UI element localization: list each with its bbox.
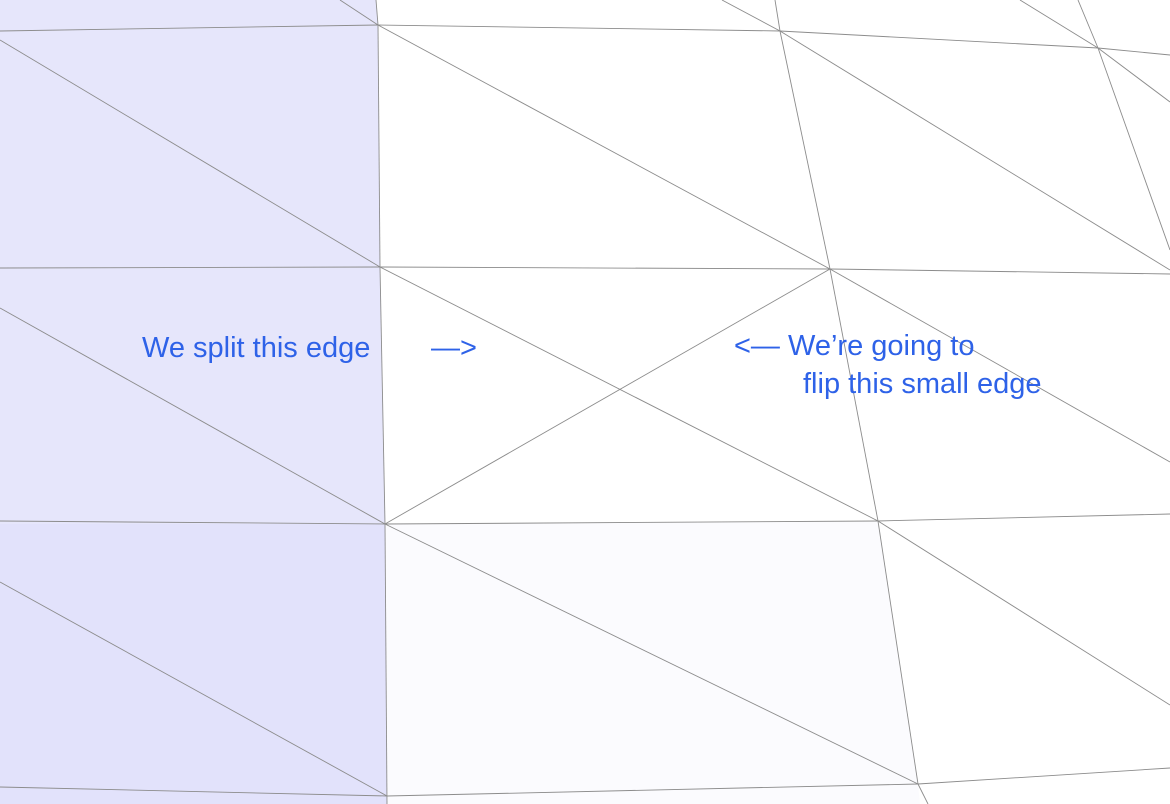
mesh-edge (779, 30, 1170, 271)
mesh-edge (339, 0, 379, 26)
mesh-edge (377, 24, 831, 270)
mesh-edge (386, 783, 919, 797)
mesh-edge (829, 268, 1170, 463)
flip-edge-diagonal (384, 268, 831, 525)
mesh-edge (0, 307, 386, 525)
mesh-edge (779, 30, 1099, 49)
mesh-edge (721, 0, 781, 32)
split-edge (379, 266, 386, 525)
mesh-edge (0, 520, 386, 525)
flip-edge-label-line1: <— We’re going to (734, 330, 975, 362)
bottom-light-region (385, 521, 920, 804)
mesh-edge (0, 24, 379, 32)
split-edge (377, 24, 381, 268)
lower-left-darker-region (0, 524, 387, 804)
mesh-edge (0, 266, 381, 269)
mesh-edge (1097, 47, 1170, 251)
mesh-edge (384, 523, 388, 804)
mesh-edge (379, 266, 879, 522)
mesh-edge (877, 520, 1170, 706)
split-edge-label: We split this edge (142, 332, 371, 364)
mesh-edge (1019, 0, 1099, 49)
mesh-edge (384, 523, 919, 785)
mesh-edge (774, 0, 781, 32)
mesh-edge (384, 520, 879, 525)
mesh-edge (377, 24, 781, 32)
mesh-edge (0, 581, 388, 797)
mesh-edge (829, 268, 879, 522)
mesh-edge (1097, 47, 1170, 56)
mesh-edge (877, 520, 919, 785)
mesh-edge (379, 266, 831, 270)
mesh-edge (779, 30, 831, 270)
mesh-edge (0, 786, 388, 797)
mesh-edge (1097, 47, 1170, 103)
split-edge-arrow: —> (431, 332, 477, 364)
mesh-edge (877, 513, 1170, 522)
mesh-edge (0, 39, 381, 268)
mesh-edge (1077, 0, 1099, 49)
mesh-edge (917, 783, 929, 804)
mesh-edge (917, 767, 1170, 785)
mesh-edge (829, 268, 1170, 275)
flip-edge-label-line2: flip this small edge (803, 368, 1042, 400)
mesh-edge (375, 0, 379, 26)
